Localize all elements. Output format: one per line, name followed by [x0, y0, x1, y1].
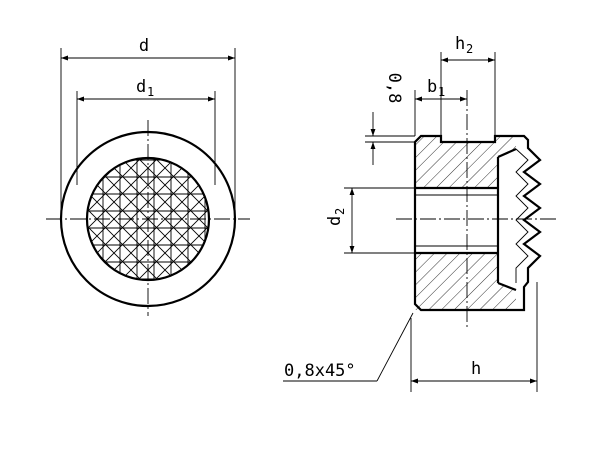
recess-bottom: [497, 281, 517, 292]
label-d2: d: [325, 216, 345, 226]
dimension-d: d: [60, 36, 236, 214]
label-b1-sub: 1: [438, 85, 445, 99]
dimension-groove: 0,8: [365, 73, 415, 165]
label-d1: d: [136, 77, 146, 97]
label-h: h: [471, 359, 481, 379]
hatch-top: [415, 136, 516, 188]
hatch-bottom: [415, 253, 516, 310]
label-d: d: [139, 36, 149, 56]
section-view: h 2 b 1 0,8 d 2: [283, 34, 556, 392]
dimension-d1: d 1: [76, 77, 216, 185]
front-view: d d 1: [46, 36, 250, 316]
label-groove: 0,8: [384, 73, 404, 104]
dimension-h2: h 2: [440, 34, 496, 136]
label-b1: b: [427, 77, 437, 97]
chamfer-leader: 0,8x45°: [283, 312, 414, 382]
dimension-h: h: [410, 282, 538, 392]
label-h2-sub: 2: [466, 42, 473, 56]
recess-top: [497, 147, 517, 159]
label-chamfer: 0,8x45°: [284, 361, 356, 381]
label-d1-sub: 1: [147, 85, 154, 99]
dimension-b1: b 1: [414, 77, 467, 136]
knurl-teeth-inner: [515, 148, 529, 283]
label-d2-sub: 2: [333, 208, 347, 215]
dimension-d2: d 2: [325, 187, 415, 254]
label-h2: h: [455, 34, 465, 54]
